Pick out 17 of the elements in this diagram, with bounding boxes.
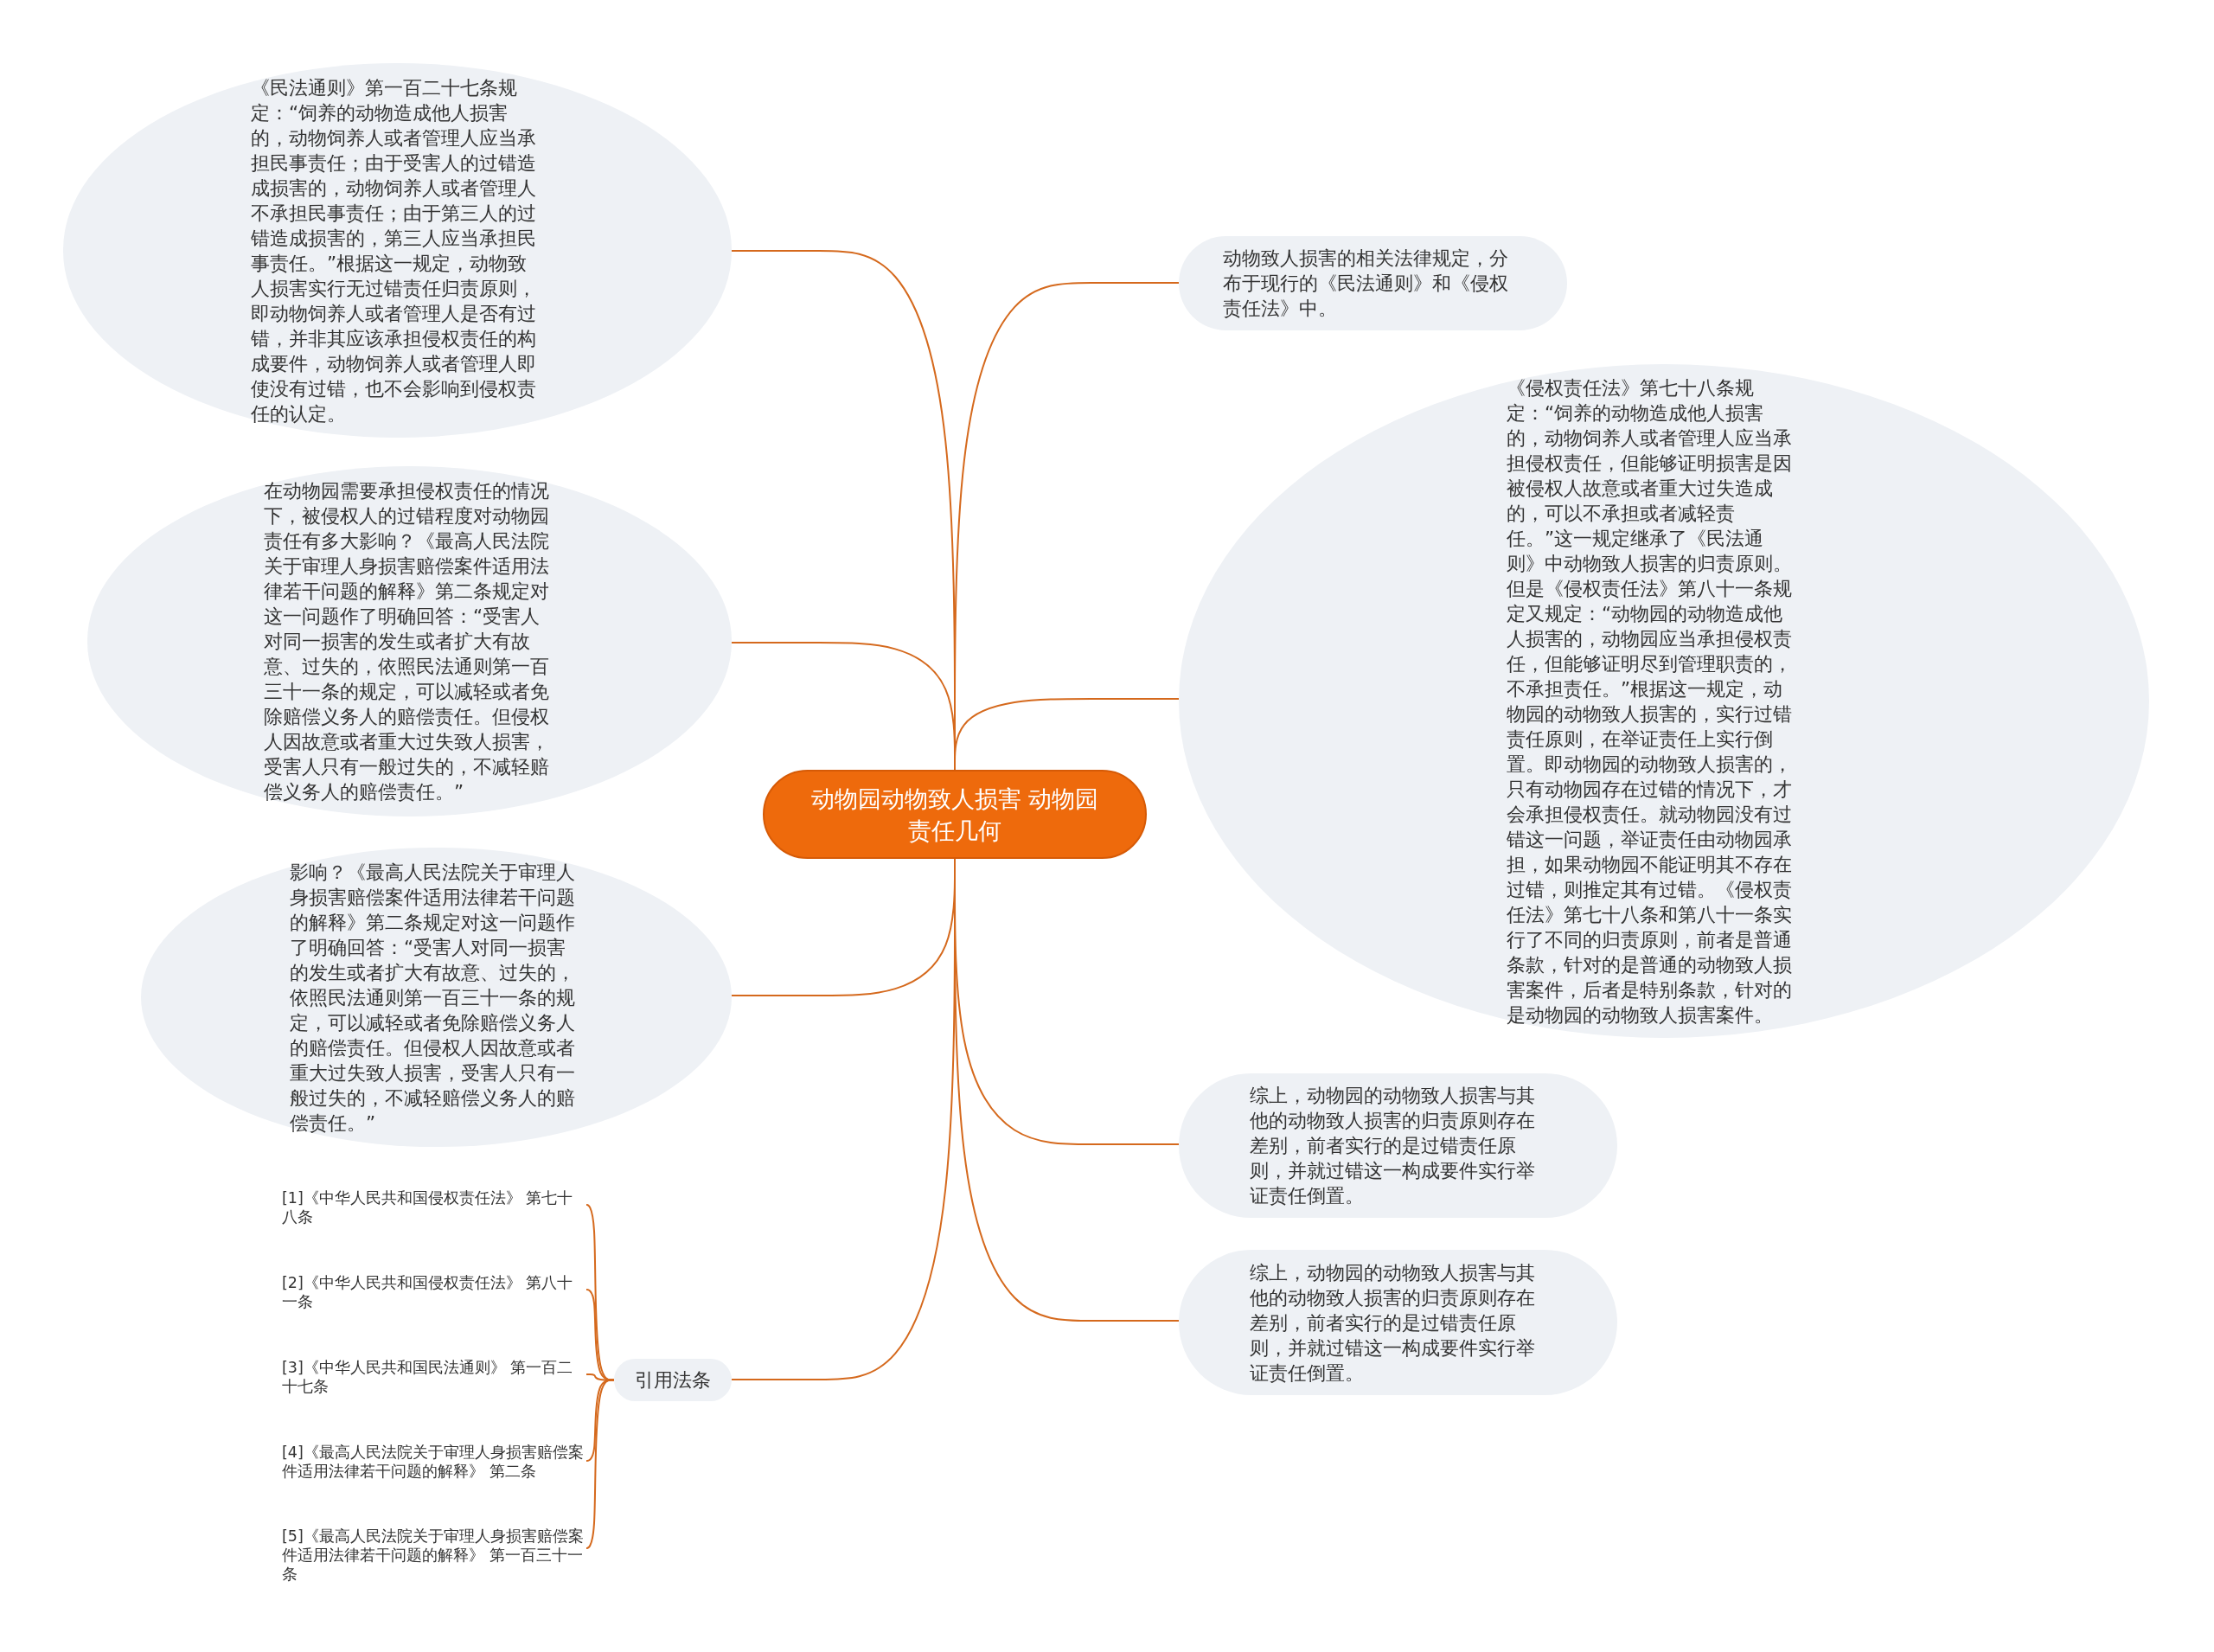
- topic-text: 《侵权责任法》第七十八条规定：“饲养的动物造成他人损害的，动物饲养人或者管理人应当承担侵权责任，但能够证明损害是因被侵权人故意或者重大过失造成的，可以不承担或者减轻责任。”这一规定继承了《民法通则》中动物致人损害的归责原则。但是《侵权责任法》第八十一条规定又规定：“动物园的动物造成他人损害的，动物园应当承担侵权责任，但能够证明尽到管理职责的，不承担责任。”根据这一规定，动物园的动物致人损害的，实行过错责任原则，在举证责任上实行倒置。即动物园的动物致人损害的，只有动物园存在过错的情况下，才会承担侵权责任。就动物园没有过错这一问题，举证责任由动物园承担，如果动物园不能证明其不存在过错，则推定其有过错。《侵权责任法》第七十八条和第八十一条实行了不同的归责原则，前者是普通条款，针对的是普通的动物致人损害案件，后者是特别条款，针对的是动物园的动物致人损害案件。: [1507, 375, 1792, 1028]
- reference-text: [5]《最高人民法院关于审理人身损害赔偿案件适用法律若干问题的解释》 第一百三十一条: [282, 1527, 585, 1584]
- topic-text: 综上，动物园的动物致人损害与其他的动物致人损害的归责原则存在差别，前者实行的是过错责任原则，并就过错这一构成要件实行举证责任倒置。: [1250, 1260, 1535, 1386]
- topic-text: 《民法通则》第一百二十七条规定：“饲养的动物造成他人损害的，动物饲养人或者管理人应当承担民事责任；由于受害人的过错造成损害的，动物饲养人或者管理人不承担民事责任；由于第三人的过错造成损害的，第三人应当承担民事责任。”根据这一规定，动物致人损害实行无过错责任归责原则，即动物饲养人或者管理人是否有过错，并非其应该承担侵权责任的构成要件，动物饲养人或者管理人即使没有过错，也不会影响到侵权责任的认定。: [251, 75, 537, 426]
- connector-line: [954, 698, 1180, 771]
- topic-text: 动物园动物致人损害 动物园责任几何: [809, 784, 1100, 846]
- topic-text: 引用法条: [634, 1368, 712, 1393]
- reference-text: [4]《最高人民法院关于审理人身损害赔偿案件适用法律若干问题的解释》 第二条: [282, 1443, 585, 1481]
- topic-text: 动物致人损害的相关法律规定，分布于现行的《民法通则》和《侵权责任法》中。: [1223, 247, 1508, 321]
- topic-bubble: [614, 1359, 732, 1401]
- topic-text: 影响？《最高人民法院关于审理人身损害赔偿案件适用法律若干问题的解释》第二条规定对这一问题作了明确回答：“受害人对同一损害的发生或者扩大有故意、过失的，依照民法通则第一百三十一条的规定，可以减轻或者免除赔偿义务人的赔偿责任。但侵权人因故意或者重大过失致人损害，受害人只有一般过失的，不减轻赔偿义务人的赔偿责任。”: [290, 860, 576, 1136]
- reference-text: [3]《中华人民共和国民法通则》 第一百二十七条: [282, 1358, 574, 1396]
- connector-line: [585, 1379, 615, 1549]
- topic-text: 在动物园需要承担侵权责任的情况下，被侵权人的过错程度对动物园责任有多大影响？《最高人民法院关于审理人身损害赔偿案件适用法律若干问题的解释》第二条规定对这一问题作了明确回答：“受害人对同一损害的发生或者扩大有故意、过失的，依照民法通则第一百三十一条的规定，可以减轻或者免除赔偿义务人的赔偿责任。但侵权人因故意或者重大过失致人损害，受害人只有一般过失的，不减轻赔偿义务人的赔偿责任。”: [264, 479, 550, 804]
- reference-text: [2]《中华人民共和国侵权责任法》 第八十一条: [282, 1273, 574, 1311]
- reference-text: [1]《中华人民共和国侵权责任法》 第七十八条: [282, 1188, 574, 1226]
- topic-text: 综上，动物园的动物致人损害与其他的动物致人损害的归责原则存在差别，前者实行的是过错责任原则，并就过错这一构成要件实行举证责任倒置。: [1250, 1084, 1535, 1208]
